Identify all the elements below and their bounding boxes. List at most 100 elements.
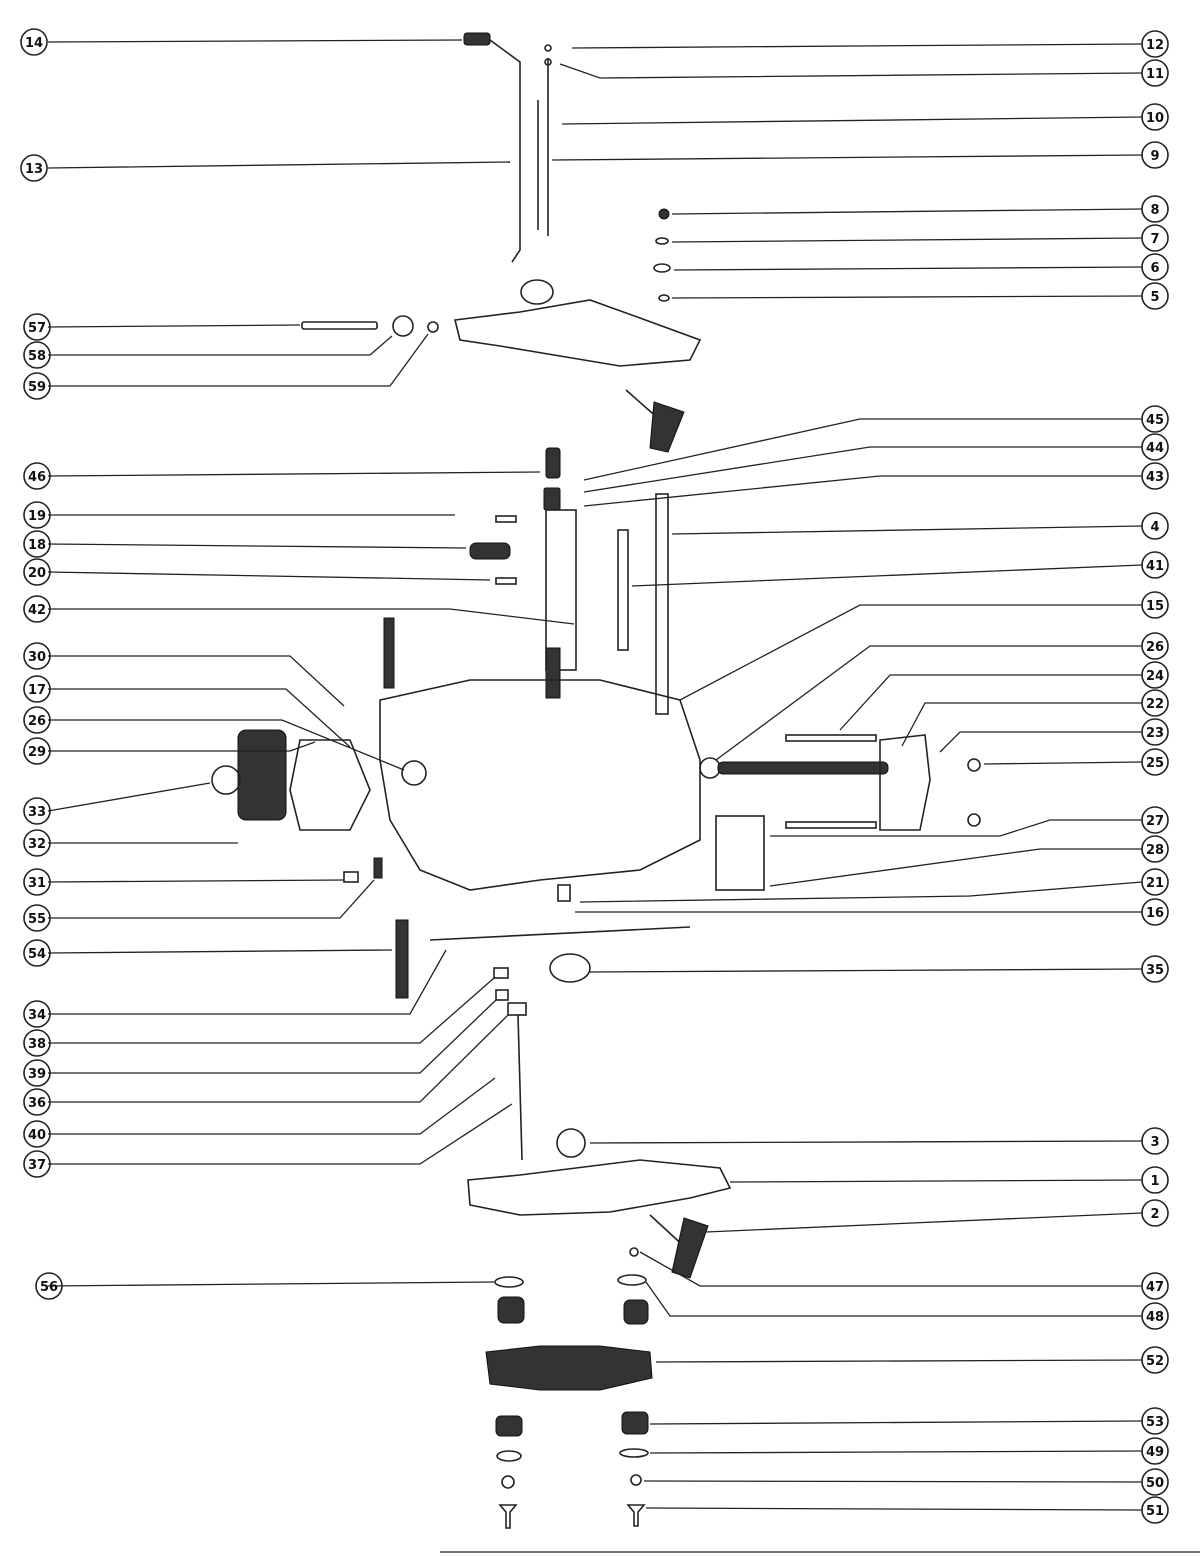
callout-50[interactable]: 50 (1141, 1468, 1169, 1496)
callout-45[interactable]: 45 (1141, 405, 1169, 433)
callout-49[interactable]: 49 (1141, 1437, 1169, 1465)
callout-17[interactable]: 17 (23, 675, 51, 703)
callout-53[interactable]: 53 (1141, 1407, 1169, 1435)
callout-44[interactable]: 44 (1141, 433, 1169, 461)
svg-text:28: 28 (1146, 843, 1164, 858)
callout-13[interactable]: 13 (20, 154, 48, 182)
svg-text:24: 24 (1146, 669, 1164, 684)
part-24-bolt (785, 734, 877, 742)
callout-56[interactable]: 56 (35, 1272, 63, 1300)
callout-27[interactable]: 27 (1141, 806, 1169, 834)
svg-text:38: 38 (28, 1037, 46, 1052)
callout-11[interactable]: 11 (1141, 59, 1169, 87)
part-11 (544, 58, 552, 66)
callout-40[interactable]: 40 (23, 1120, 51, 1148)
callout-15[interactable]: 15 (1141, 591, 1169, 619)
part-49-right (619, 1448, 649, 1458)
callout-34[interactable]: 34 (23, 1000, 51, 1028)
callouts-left: 14 13 57 58 59 46 19 18 20 42 30 17 26 2… (20, 28, 63, 1300)
callout-1[interactable]: 1 (1141, 1166, 1169, 1194)
callout-5[interactable]: 5 (1141, 282, 1169, 310)
svg-text:48: 48 (1146, 1310, 1164, 1325)
callout-18[interactable]: 18 (23, 530, 51, 558)
callout-54[interactable]: 54 (23, 939, 51, 967)
svg-text:16: 16 (1146, 906, 1164, 921)
part-46 (545, 447, 561, 479)
svg-text:1: 1 (1150, 1174, 1159, 1189)
part-30-rod (383, 617, 395, 689)
callout-2[interactable]: 2 (1141, 1199, 1169, 1227)
part-upper-bracket (454, 299, 702, 367)
callout-58[interactable]: 58 (23, 341, 51, 369)
callout-43[interactable]: 43 (1141, 462, 1169, 490)
callout-55[interactable]: 55 (23, 904, 51, 932)
part-50-right (630, 1474, 642, 1486)
callout-29[interactable]: 29 (23, 737, 51, 765)
callout-26-right[interactable]: 26 (1141, 632, 1169, 660)
part-mount-upper-right (623, 1299, 649, 1325)
part-27-bolt (785, 821, 877, 829)
callout-8[interactable]: 8 (1141, 195, 1169, 223)
callout-31[interactable]: 31 (23, 868, 51, 896)
callout-33[interactable]: 33 (23, 797, 51, 825)
part-49-left (496, 1450, 522, 1462)
callout-51[interactable]: 51 (1141, 1496, 1169, 1524)
callout-3[interactable]: 3 (1141, 1127, 1169, 1155)
callout-19[interactable]: 19 (23, 501, 51, 529)
parts-layer (211, 32, 1200, 1553)
callout-46[interactable]: 46 (23, 462, 51, 490)
callout-9[interactable]: 9 (1141, 141, 1169, 169)
part-2-grip (671, 1217, 709, 1279)
svg-text:43: 43 (1146, 470, 1164, 485)
svg-text:52: 52 (1146, 1354, 1164, 1369)
callout-52[interactable]: 52 (1141, 1346, 1169, 1374)
callout-21[interactable]: 21 (1141, 868, 1169, 896)
svg-text:19: 19 (28, 509, 46, 524)
part-4-rod (655, 493, 669, 715)
callout-7[interactable]: 7 (1141, 224, 1169, 252)
callout-59[interactable]: 59 (23, 372, 51, 400)
callout-41[interactable]: 41 (1141, 551, 1169, 579)
callout-16[interactable]: 16 (1141, 898, 1169, 926)
callout-14[interactable]: 14 (20, 28, 48, 56)
callout-23[interactable]: 23 (1141, 718, 1169, 746)
callout-26-left[interactable]: 26 (23, 706, 51, 734)
svg-text:6: 6 (1150, 261, 1159, 276)
callout-35[interactable]: 35 (1141, 955, 1169, 983)
svg-text:45: 45 (1146, 413, 1164, 428)
callout-10[interactable]: 10 (1141, 103, 1169, 131)
callout-57[interactable]: 57 (23, 313, 51, 341)
callout-28[interactable]: 28 (1141, 835, 1169, 863)
callout-4[interactable]: 4 (1141, 512, 1169, 540)
part-38 (493, 967, 509, 979)
svg-text:27: 27 (1146, 814, 1164, 829)
callout-38[interactable]: 38 (23, 1029, 51, 1057)
callout-24[interactable]: 24 (1141, 661, 1169, 689)
callout-30[interactable]: 30 (23, 642, 51, 670)
callout-36[interactable]: 36 (23, 1088, 51, 1116)
svg-text:41: 41 (1146, 559, 1164, 574)
callout-39[interactable]: 39 (23, 1059, 51, 1087)
callout-47[interactable]: 47 (1141, 1272, 1169, 1300)
part-50-left (501, 1475, 515, 1489)
svg-text:34: 34 (28, 1008, 46, 1023)
part-48-washer (617, 1274, 647, 1286)
part-52-plate (485, 1345, 653, 1391)
callout-42[interactable]: 42 (23, 595, 51, 623)
svg-text:33: 33 (28, 805, 46, 820)
svg-text:2: 2 (1150, 1207, 1159, 1222)
callout-32[interactable]: 32 (23, 829, 51, 857)
svg-text:5: 5 (1150, 290, 1159, 305)
part-59-nut (427, 321, 439, 333)
part-36 (507, 1002, 527, 1016)
svg-text:23: 23 (1146, 726, 1164, 741)
callout-12[interactable]: 12 (1141, 30, 1169, 58)
part-55 (373, 857, 383, 879)
callout-25[interactable]: 25 (1141, 748, 1169, 776)
callout-48[interactable]: 48 (1141, 1302, 1169, 1330)
callout-20[interactable]: 20 (23, 558, 51, 586)
callout-6[interactable]: 6 (1141, 253, 1169, 281)
svg-text:44: 44 (1146, 441, 1164, 456)
callout-22[interactable]: 22 (1141, 689, 1169, 717)
callout-37[interactable]: 37 (23, 1150, 51, 1178)
